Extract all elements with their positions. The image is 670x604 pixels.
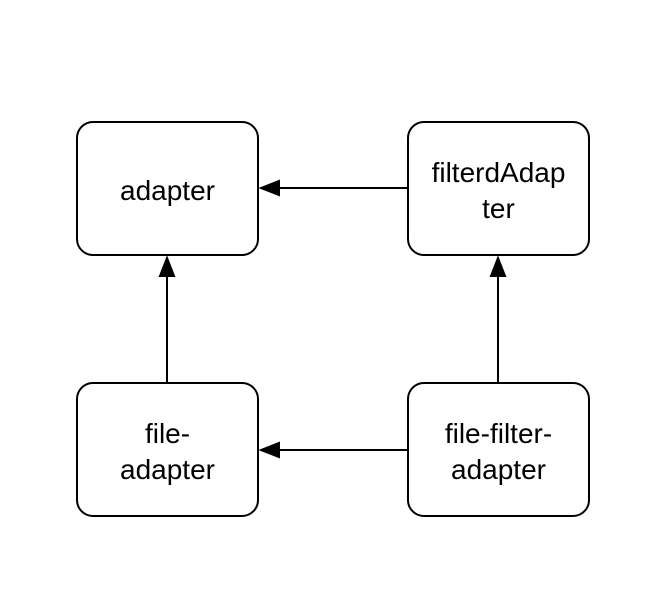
node-label: adapter	[120, 175, 215, 206]
edge-file-filter-adapter-to-file-adapter	[258, 441, 407, 459]
arrowhead-icon	[158, 255, 176, 277]
node-file-filter-adapter[interactable]: file-filter- adapter	[407, 382, 590, 517]
node-label: file-	[145, 418, 190, 449]
edge-file-filter-adapter-to-filtered-adapter	[489, 255, 507, 382]
node-label: filterdAdap	[432, 157, 566, 188]
node-label: adapter	[451, 454, 546, 485]
edge-filtered-adapter-to-adapter	[258, 179, 407, 197]
node-label: ter	[482, 193, 515, 224]
node-filtered-adapter[interactable]: filterdAdap ter	[407, 121, 590, 256]
node-label: file-filter-	[445, 418, 552, 449]
node-label: adapter	[120, 454, 215, 485]
arrowhead-icon	[489, 255, 507, 277]
node-file-adapter[interactable]: file- adapter	[76, 382, 259, 517]
arrowhead-icon	[258, 441, 280, 459]
node-adapter[interactable]: adapter	[76, 121, 259, 256]
edge-file-adapter-to-adapter	[158, 255, 176, 382]
arrowhead-icon	[258, 179, 280, 197]
edges	[158, 179, 507, 459]
